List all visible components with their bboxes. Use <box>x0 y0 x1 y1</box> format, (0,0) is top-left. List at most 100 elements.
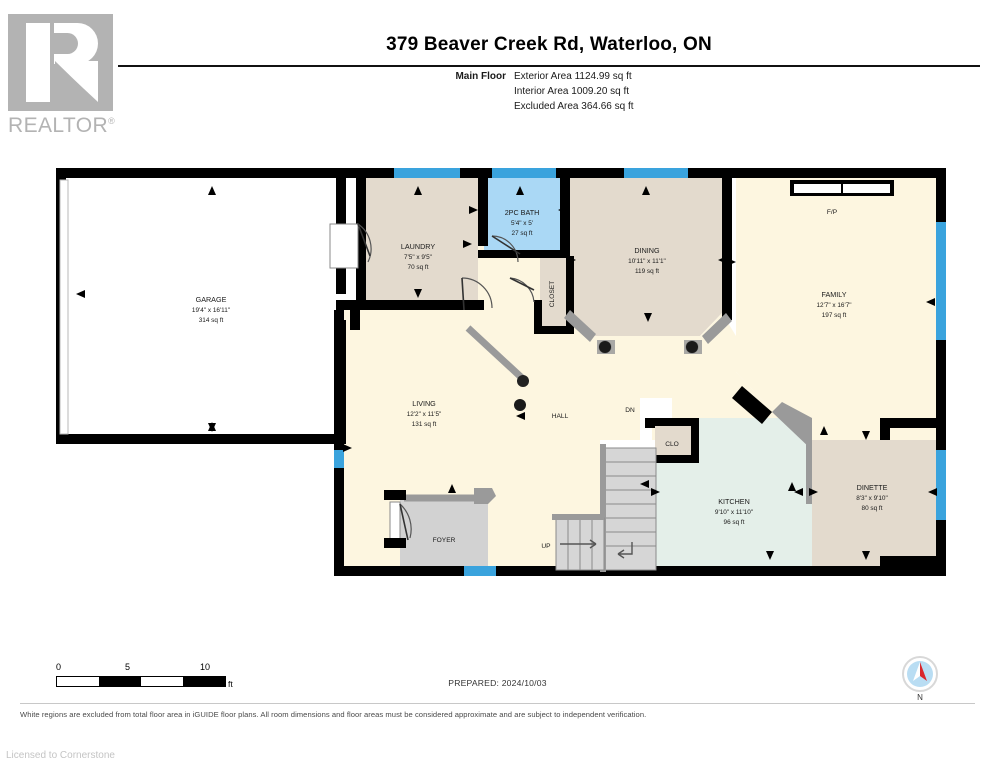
realtor-registered-mark: ® <box>108 116 116 126</box>
door-closet-leaf <box>509 277 535 291</box>
compass-rose: N <box>898 655 942 703</box>
realtor-wordmark: REALTOR® <box>8 114 116 138</box>
room-fill-bath <box>484 174 562 256</box>
room-label-living: LIVING 12'2" x 11'5" 131 sq ft <box>407 399 442 428</box>
wall-dining-bevel-left <box>564 310 596 342</box>
licensed-to-text: Licensed to Cornerstone <box>6 750 115 761</box>
room-fill-hall-nook <box>484 256 540 310</box>
wall-dinette-top <box>880 418 946 428</box>
wall-clo-top <box>645 418 699 426</box>
living-name: LIVING <box>412 399 436 408</box>
laundry-dim: 7'5" x 9'5" <box>404 254 432 261</box>
floor-label: Main Floor <box>455 71 506 82</box>
floor-plan: GARAGE 19'4" x 16'11" 314 sq ft LAUNDRY … <box>0 150 995 620</box>
door-laundry-hall-leaf <box>461 277 465 311</box>
room-label-garage: GARAGE 19'4" x 16'11" 314 sq ft <box>192 295 230 324</box>
wall-main-left-upper <box>334 310 344 450</box>
area-row: Main Floor Exterior Area 1124.99 sq ft <box>440 69 740 84</box>
family-area: 197 sq ft <box>822 312 847 319</box>
room-fill-dining <box>570 174 722 336</box>
area-row: Excluded Area 364.66 sq ft <box>440 99 740 114</box>
wall-bottom-jog <box>880 556 946 566</box>
wall-top-bath <box>556 168 624 178</box>
room-label-laundry: LAUNDRY 7'5" x 9'5" 70 sq ft <box>401 242 435 271</box>
door-front-swing <box>399 503 412 539</box>
window-laundry-top <box>394 168 460 178</box>
wall-bottom-a <box>334 566 464 576</box>
room-fill-foyer <box>400 495 488 570</box>
stairs-down-rail <box>600 444 606 572</box>
wall-family-kitchen-angle <box>732 386 772 424</box>
window-bath-top <box>492 168 556 178</box>
wall-dining-bevel-right <box>702 313 732 344</box>
closet-label: CLOSET <box>549 281 556 307</box>
wall-bottom-b <box>496 566 946 576</box>
hall-rail-diagonal <box>465 325 525 381</box>
wall-bath-bottom <box>478 250 564 258</box>
room-fill-living-hall <box>340 246 770 570</box>
dinette-name: DINETTE <box>857 483 888 492</box>
scale-tick-10: 10 <box>200 662 211 672</box>
kitchen-name: KITCHEN <box>718 497 750 506</box>
scale-seg-2 <box>99 677 141 686</box>
garage-door-panel <box>59 179 69 435</box>
window-living-left <box>334 450 344 468</box>
scale-tick-0: 0 <box>56 662 62 672</box>
realtor-logo-r-leg-inner <box>55 61 97 102</box>
wall-top-dining-right <box>688 168 944 178</box>
bath-area: 27 sq ft <box>512 230 533 237</box>
room-label-dining: DINING 10'11" x 11'1" 119 sq ft <box>628 246 666 275</box>
room-fill-family <box>736 174 936 470</box>
hall-label: HALL <box>552 413 569 420</box>
dining-pillar-left-dot <box>599 341 611 353</box>
exterior-area: Exterior Area 1124.99 sq ft <box>514 71 632 82</box>
wall-top-laundry-a <box>346 168 394 178</box>
door-garage-laundry-frame <box>329 223 359 269</box>
room-fill-dinette <box>812 440 936 570</box>
wall-main-left-lower <box>334 468 344 572</box>
footer-divider <box>20 703 975 704</box>
wall-clo-bottom <box>645 455 699 463</box>
stairs-up-label: UP <box>541 543 551 550</box>
scale-seg-4 <box>183 677 225 686</box>
door-bath-leaf <box>491 235 521 255</box>
dinette-dim: 8'3" x 9'10" <box>856 495 888 502</box>
garage-dim: 19'4" x 16'11" <box>192 307 230 314</box>
garage-name: GARAGE <box>196 295 227 304</box>
stairs-down-arrow <box>617 542 633 559</box>
garage-area: 314 sq ft <box>199 317 224 324</box>
door-garage-laundry-leaf <box>357 223 371 257</box>
wall-kitchen-vert <box>806 418 812 504</box>
window-dining-top <box>624 168 688 178</box>
wall-closet-right <box>566 256 574 334</box>
wall-garage-bottom <box>56 434 346 444</box>
room-fill-garage <box>62 174 334 444</box>
wall-clo-right <box>691 418 699 463</box>
kitchen-area: 96 sq ft <box>724 519 745 526</box>
scale-unit-label: ft <box>228 679 233 689</box>
window-dinette-right <box>936 450 946 520</box>
door-laundry-hall-swing <box>461 277 493 309</box>
room-label-kitchen: KITCHEN 9'10" x 11'10" 96 sq ft <box>715 497 753 526</box>
bath-dim: 5'4" x 5' <box>511 220 533 227</box>
stairs-up-rail <box>552 514 604 520</box>
dining-area: 119 sq ft <box>635 268 659 275</box>
room-label-family: FAMILY 12'7" x 16'7" 197 sq ft <box>816 290 851 319</box>
dining-name: DINING <box>634 246 660 255</box>
wall-foyer-corner <box>384 490 406 500</box>
room-label-bath: 2PC BATH 5'4" x 5' 27 sq ft <box>505 208 540 237</box>
bath-name: 2PC BATH <box>505 208 540 217</box>
wall-closet-left <box>534 300 542 330</box>
fireplace-label: F/P <box>827 209 838 216</box>
stairs-down-label: DN <box>625 407 635 414</box>
wall-right-upper <box>936 168 946 222</box>
scale-seg-1 <box>57 677 99 686</box>
area-spacer <box>440 99 514 114</box>
room-label-dinette: DINETTE 8'3" x 9'10" 80 sq ft <box>856 483 888 512</box>
stairs-down-body <box>603 447 657 571</box>
wall-garage-jog-v <box>350 300 360 330</box>
hall-center-marker <box>514 399 526 411</box>
area-row: Interior Area 1009.20 sq ft <box>440 84 740 99</box>
wall-laundry-bottom <box>344 300 484 310</box>
room-fill-laundry <box>366 174 478 306</box>
